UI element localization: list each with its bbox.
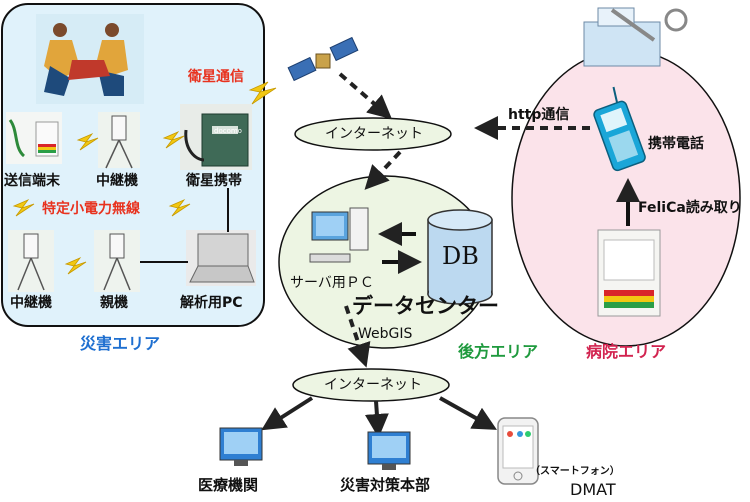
arrow-to-medical: [261, 396, 314, 431]
brand-label: docomo: [214, 127, 242, 135]
db-label: DB: [442, 242, 479, 270]
dmat-label: DMAT: [570, 480, 616, 499]
bolt-icon: [12, 199, 35, 217]
mobile-phone-icon: [593, 86, 646, 172]
rescuers-illustration: [36, 14, 144, 104]
satellite-comm-label: 衛星通信: [188, 69, 244, 85]
sender-device-photo: [6, 112, 62, 164]
arrow-internet-datacenter: [364, 150, 402, 190]
satellite-icon: [287, 36, 359, 82]
server-pc-label: サーバ用ＰＣ: [290, 275, 374, 291]
monitor-icon-medical: [219, 427, 263, 466]
disaster-area-label: 災害エリア: [80, 334, 161, 353]
parent-label: 親機: [100, 295, 128, 311]
mobile-phone-label: 携帯電話: [648, 136, 704, 152]
dashed-arrows: [338, 72, 590, 368]
satellite-phone-photo: [180, 104, 252, 170]
bolt-icon: [64, 257, 87, 275]
server-pc-icon: [309, 207, 369, 263]
low-power-radio-label: 特定小電力無線: [42, 201, 140, 217]
bolt-icon: [248, 81, 277, 105]
monitor-icon-hq: [367, 431, 411, 470]
analysis-laptop-photo: [186, 230, 256, 286]
hq-label: 災害対策本部: [340, 476, 431, 494]
internet-label-top: インターネット: [325, 126, 423, 142]
smartphone-icon: [497, 417, 539, 485]
bolt-icon: [168, 199, 191, 217]
relay-device-photo-top: [98, 112, 140, 169]
sat-phone-label: 衛星携帯: [186, 173, 242, 189]
arrow-webgis: [344, 305, 371, 368]
relay-label-top: 中継機: [96, 173, 138, 189]
felica-tag-photo: [597, 229, 661, 317]
smartphone-note-label: （スマートフォン）: [530, 466, 620, 477]
database-icon: [427, 209, 493, 305]
relay-device-photo-bottom: [8, 230, 54, 292]
relay-label-bottom: 中継機: [10, 295, 52, 311]
internet-oval-bottom: [292, 368, 450, 402]
felica-label: FeliCa読み取り: [638, 200, 742, 216]
hospital-building-icon: [583, 7, 688, 67]
bolt-icon: [162, 131, 185, 149]
http-label: http通信: [508, 107, 570, 123]
hospital-area-label: 病院エリア: [586, 342, 667, 361]
bolt-icon: [76, 133, 99, 151]
parent-device-photo: [94, 230, 140, 292]
internet-label-bottom: インターネット: [324, 377, 422, 393]
wireless-bolts: [12, 81, 277, 275]
arrow-to-dmat: [439, 396, 497, 430]
datacenter-label: データセンター: [352, 294, 499, 318]
webgis-label: WebGIS: [358, 326, 413, 342]
analysis-pc-label: 解析用PC: [180, 295, 243, 311]
arrow-satellite-internet: [338, 72, 393, 120]
output-arrows: [261, 396, 497, 438]
rear-area-label: 後方エリア: [458, 342, 539, 361]
arrow-to-hq: [364, 400, 389, 438]
sender-label: 送信端末: [4, 173, 60, 189]
medical-label: 医療機関: [198, 476, 259, 494]
